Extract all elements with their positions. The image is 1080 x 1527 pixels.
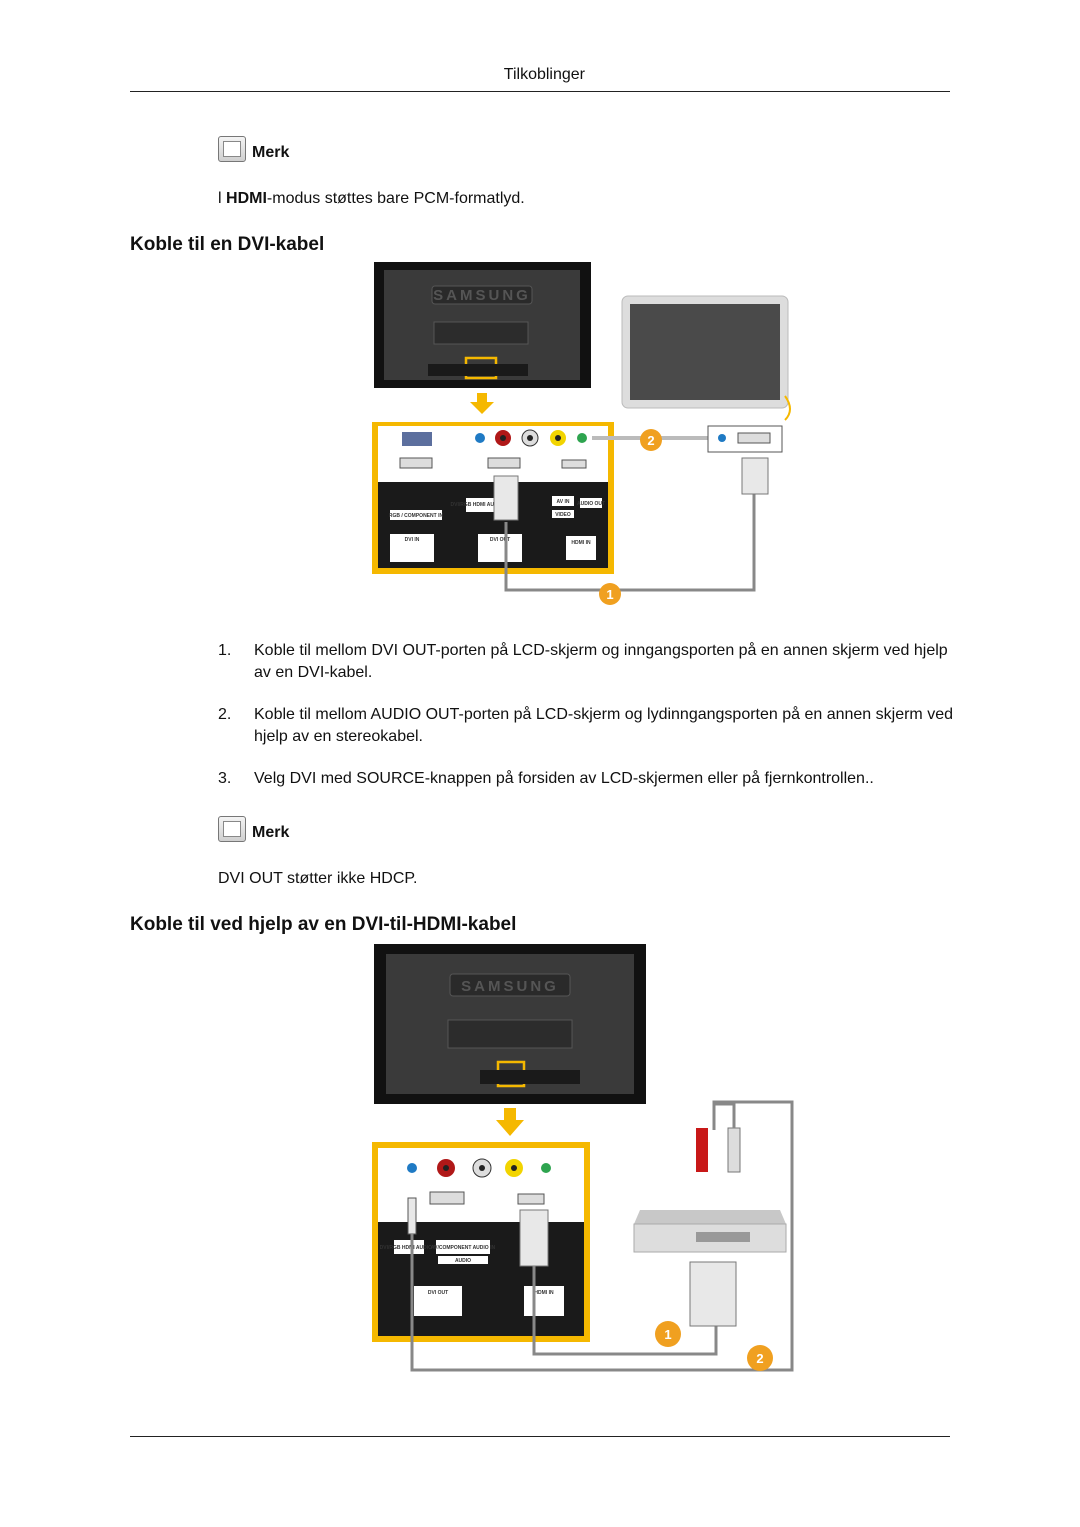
- svg-text:DVI IN: DVI IN: [405, 537, 420, 543]
- audio-plug: [407, 1197, 417, 1235]
- step-number: 2.: [218, 706, 232, 723]
- note-bullet: l: [218, 190, 222, 207]
- page-header-title: Tilkoblinger: [503, 66, 585, 83]
- list-item: 3. Velg DVI med SOURCE-knappen på forsid…: [218, 768, 953, 790]
- down-arrow: [470, 402, 494, 414]
- step-text: Velg DVI med SOURCE-knappen på forsiden …: [254, 770, 874, 787]
- dvi-connection-figure: SAMSUNG DVI/RGB HDMI AUDIO-IN AV IN AUDI…: [372, 262, 791, 605]
- svg-text:1: 1: [606, 587, 613, 602]
- svg-text:AUDIO: AUDIO: [455, 1258, 471, 1264]
- steps-list: 1. Koble til mellom DVI OUT-porten på LC…: [218, 640, 953, 810]
- svg-text:2: 2: [647, 433, 654, 448]
- list-item: 2. Koble til mellom AUDIO OUT-porten på …: [218, 704, 953, 748]
- svg-text:DVI OUT: DVI OUT: [490, 537, 510, 543]
- section-title-dvi-hdmi: Koble til ved hjelp av en DVI-til-HDMI-k…: [130, 914, 517, 935]
- svg-text:HDMI IN: HDMI IN: [571, 540, 591, 546]
- brand-logo: SAMSUNG: [433, 287, 531, 304]
- svg-text:VIDEO: VIDEO: [555, 512, 571, 518]
- note-bold-term: HDMI: [226, 190, 267, 207]
- note-icon: [218, 816, 246, 842]
- note-label: Merk: [252, 824, 290, 841]
- hdmi-cable: [532, 1266, 718, 1356]
- svg-text:DVI/RGB HDMI AUDIO IN: DVI/RGB HDMI AUDIO IN: [380, 1245, 439, 1251]
- dvi-cable: [504, 488, 756, 592]
- down-arrow: [496, 1120, 524, 1136]
- svg-text:2: 2: [756, 1351, 763, 1366]
- brand-logo: SAMSUNG: [461, 978, 559, 995]
- svg-text:AUDIO OUT: AUDIO OUT: [577, 501, 605, 507]
- note-text: DVI OUT støtter ikke HDCP.: [218, 870, 418, 887]
- note-heading: Merk: [218, 136, 289, 162]
- step-number: 1.: [218, 642, 232, 659]
- step-text: Koble til mellom AUDIO OUT-porten på LCD…: [254, 706, 953, 745]
- svg-text:1: 1: [664, 1327, 671, 1342]
- footer-rule: [130, 1436, 950, 1437]
- note-text: l HDMI-modus støttes bare PCM-formatlyd.: [218, 190, 525, 208]
- audio-cable: [410, 1100, 794, 1372]
- dvi-plug: [493, 475, 519, 521]
- list-item: 1. Koble til mellom DVI OUT-porten på LC…: [218, 640, 953, 684]
- svg-text:HDMI IN: HDMI IN: [534, 1290, 554, 1296]
- hdmi-plug: [519, 1209, 549, 1267]
- svg-text:RGB / COMPONENT IN: RGB / COMPONENT IN: [389, 513, 444, 519]
- svg-text:AV/COMPONENT AUDIO IN: AV/COMPONENT AUDIO IN: [431, 1245, 496, 1251]
- note-label: Merk: [252, 144, 290, 161]
- step-number: 3.: [218, 770, 232, 787]
- svg-text:DVI/RGB HDMI AUDIO-IN: DVI/RGB HDMI AUDIO-IN: [451, 502, 510, 508]
- header-rule: [130, 91, 950, 92]
- dvi-hdmi-connection-figure: SAMSUNG DVI/RGB HDMI AUDIO IN AV/COMPONE…: [372, 944, 794, 1372]
- rca-red-plug: [696, 1128, 708, 1172]
- step-text: Koble til mellom DVI OUT-porten på LCD-s…: [254, 642, 948, 681]
- svg-text:AV IN: AV IN: [557, 499, 570, 505]
- section-title-dvi: Koble til en DVI-kabel: [130, 234, 325, 255]
- note-icon: [218, 136, 246, 162]
- note-body: -modus støttes bare PCM-formatlyd.: [266, 190, 525, 207]
- source-device: [634, 1210, 786, 1224]
- rca-white-plug: [727, 1127, 741, 1173]
- svg-text:DVI OUT: DVI OUT: [428, 1290, 448, 1296]
- note-heading: Merk: [218, 816, 289, 842]
